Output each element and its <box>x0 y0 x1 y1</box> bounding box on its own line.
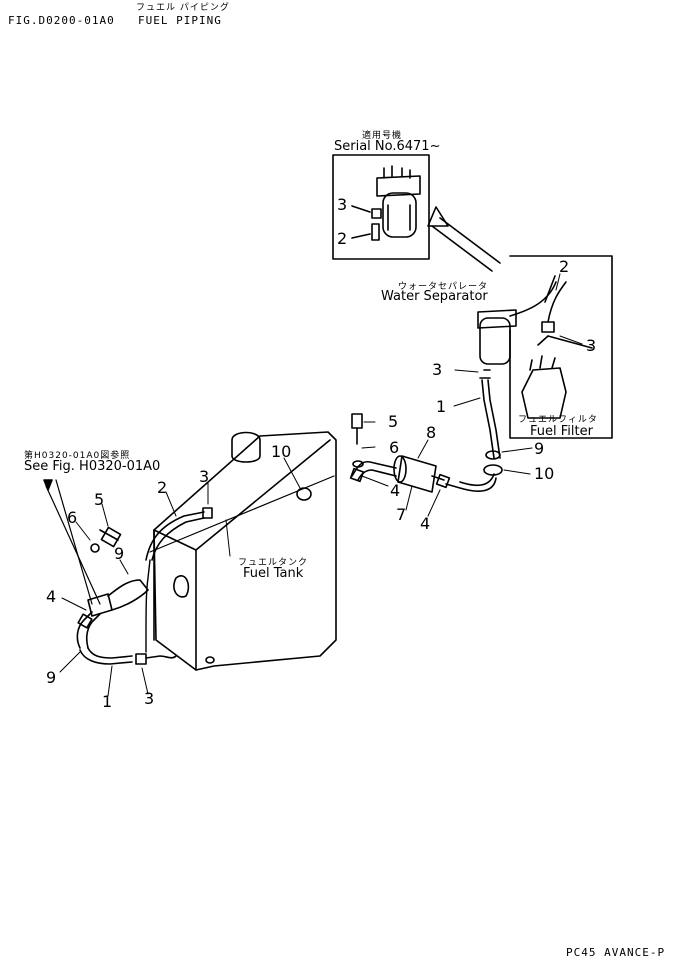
callout-left-6: 6 <box>67 508 78 527</box>
fuel-filter-jp: フュエルフィルタ <box>518 415 598 425</box>
water-separator-sketch <box>477 281 557 379</box>
inset-serial: Serial No.6471~ <box>334 139 441 154</box>
callout-mid-4b: 4 <box>420 514 431 533</box>
callout-tank-3: 3 <box>199 467 210 486</box>
callout-bot-3: 3 <box>144 689 155 708</box>
fuel-tank-label: Fuel Tank <box>243 566 304 581</box>
fuel-tank-jp: フュエルタンク <box>238 558 309 568</box>
callout-sep-10: 10 <box>534 464 555 483</box>
water-separator-jp: ウォータセパレータ <box>398 282 489 292</box>
callout-left-4: 4 <box>46 587 57 606</box>
callout-mid-8: 8 <box>426 423 437 442</box>
pipe-return <box>445 473 497 492</box>
callout-mid-5: 5 <box>388 412 399 431</box>
see-fig-jp: 第H0320-01A0図参照 <box>24 451 131 461</box>
see-fig-label: See Fig. H0320-01A0 <box>24 459 161 474</box>
pipe-1-right <box>481 379 501 459</box>
fuel-filter-frame <box>509 255 613 439</box>
callout-bot-9: 9 <box>46 668 57 687</box>
callout-tank-2: 2 <box>157 478 168 497</box>
callout-bot-1: 1 <box>102 692 113 711</box>
footer-model: PC45 AVANCE-P <box>566 946 666 959</box>
figure-id: FIG.D0200-01A0 <box>8 14 115 27</box>
left-fitting-sketch <box>43 479 149 649</box>
callout-sep-9: 9 <box>534 439 545 458</box>
callout-filter-2: 2 <box>559 257 570 276</box>
callout-mid-4a: 4 <box>390 481 401 500</box>
figure-title: FUEL PIPING <box>138 14 222 27</box>
callout-tank-10: 10 <box>271 442 292 461</box>
inset-applicability-jp: 適用号機 <box>362 131 403 141</box>
inset-callout-3: 3 <box>337 195 348 214</box>
callout-mid-6: 6 <box>389 438 400 457</box>
inset-separator-sketch <box>351 165 421 241</box>
figure-title-jp: フュエル パイピング <box>136 3 230 13</box>
fuel-filter-sketch <box>521 275 593 419</box>
pipe-1-bottom <box>79 647 133 665</box>
callout-sep-1: 1 <box>436 397 447 416</box>
reference-arrow <box>427 206 501 272</box>
callout-left-5: 5 <box>94 490 105 509</box>
pipe-2-tank <box>145 511 205 561</box>
callout-left-9: 9 <box>114 544 125 563</box>
callout-sep-3: 3 <box>432 360 443 379</box>
inset-frame <box>332 154 430 260</box>
strainer-sketch <box>393 455 445 493</box>
fuel-filter-label: Fuel Filter <box>530 424 593 439</box>
fuel-tank-sketch <box>149 431 337 671</box>
inset-callout-2: 2 <box>337 229 348 248</box>
callout-filter-3: 3 <box>586 336 597 355</box>
water-separator-label: Water Separator <box>381 289 488 304</box>
callout-mid-7: 7 <box>396 505 407 524</box>
